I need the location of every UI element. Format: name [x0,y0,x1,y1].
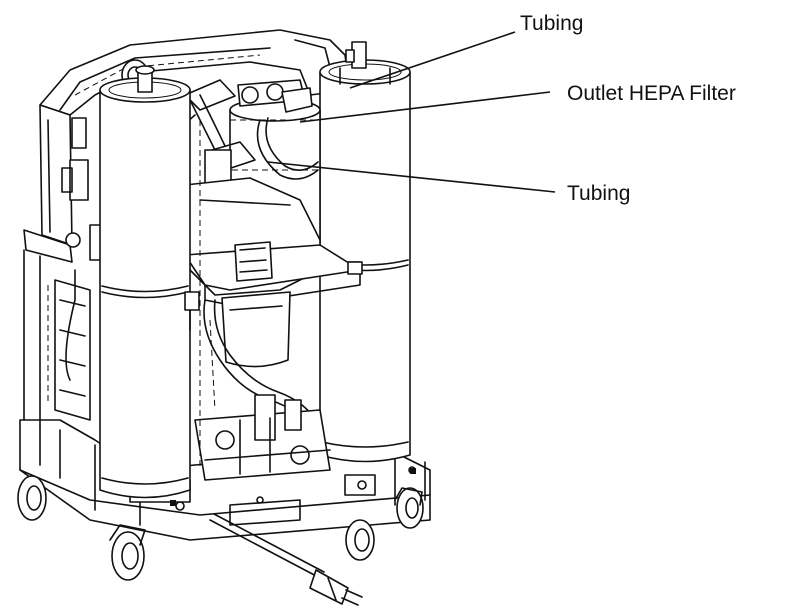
callout-labels: Tubing Outlet HEPA Filter Tubing [520,12,736,205]
leader-outlet-hepa-filter [299,91,551,123]
center-body [184,177,361,431]
label-outlet-hepa-filter: Outlet HEPA Filter [567,82,736,105]
right-canister [319,41,411,463]
label-tubing-middle: Tubing [567,182,630,205]
leader-tubing-top [349,31,516,89]
callout-leaders [267,31,556,193]
caster-wheels [17,475,424,581]
power-cord [209,513,363,606]
left-components [47,224,103,421]
left-canister [99,65,201,499]
detail-clips [170,261,416,506]
valve-manifold [194,394,331,481]
label-tubing-top: Tubing [520,12,583,35]
leader-tubing-middle [267,161,556,193]
